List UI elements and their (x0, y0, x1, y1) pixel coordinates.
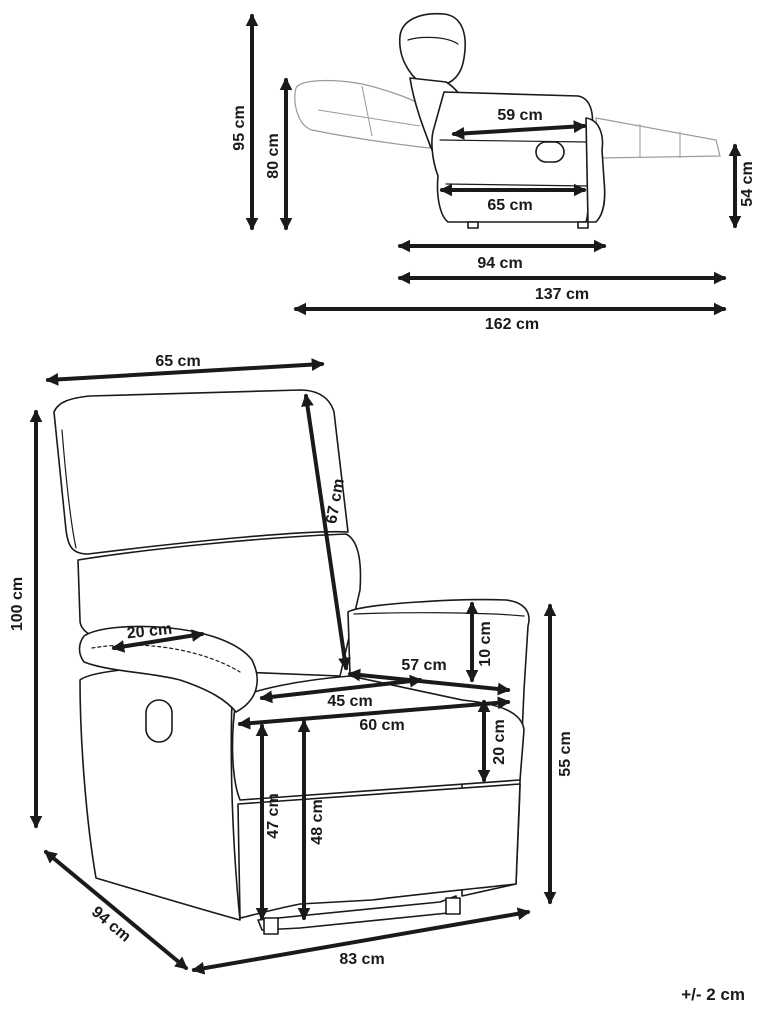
front-foot (445, 897, 461, 915)
label-65-side: 65 cm (487, 197, 532, 214)
label-57: 57 cm (401, 657, 446, 674)
label-20-arm: 20 cm (126, 621, 173, 643)
label-100: 100 cm (9, 577, 26, 631)
side-foot (467, 221, 479, 229)
dim-line-83 (191, 907, 531, 975)
dim-line-45 (259, 674, 423, 704)
dim-line-65-front (45, 358, 325, 386)
side-view: 95 cm 80 cm 59 cm 65 cm 54 cm 94 cm 137 … (231, 12, 756, 333)
label-60: 60 cm (359, 717, 404, 734)
side-lever (535, 141, 565, 163)
tolerance-note: +/- 2 cm (681, 985, 745, 1004)
side-front-roll (585, 117, 606, 223)
front-lever (145, 699, 173, 743)
label-137: 137 cm (535, 286, 589, 303)
dim-line-60 (237, 696, 511, 730)
front-view: 65 cm 100 cm 67 cm 20 cm 10 cm 57 cm 45 … (9, 353, 574, 975)
label-55: 55 cm (557, 731, 574, 776)
dim-line-94-front (44, 850, 188, 970)
side-headrest (398, 12, 466, 85)
dim-line-67 (301, 393, 351, 671)
label-83: 83 cm (339, 951, 384, 968)
label-162: 162 cm (485, 316, 539, 333)
label-20-seat: 20 cm (491, 719, 508, 764)
label-48: 48 cm (309, 799, 326, 844)
label-10: 10 cm (477, 621, 494, 666)
front-foot (263, 917, 279, 935)
dim-line-20-arm (111, 629, 205, 653)
label-65-front: 65 cm (155, 353, 200, 370)
reclined-back-ghost (294, 79, 431, 149)
label-94-side: 94 cm (477, 255, 522, 272)
label-45: 45 cm (327, 693, 372, 710)
side-foot (577, 221, 589, 229)
label-94-front: 94 cm (88, 903, 134, 945)
label-95: 95 cm (231, 105, 248, 150)
footrest-ghost (595, 117, 721, 159)
label-47: 47 cm (265, 793, 282, 838)
front-headrest (53, 389, 349, 555)
label-59: 59 cm (497, 107, 542, 124)
label-54: 54 cm (739, 161, 756, 206)
label-80: 80 cm (265, 133, 282, 178)
dim-line-59 (451, 120, 587, 140)
